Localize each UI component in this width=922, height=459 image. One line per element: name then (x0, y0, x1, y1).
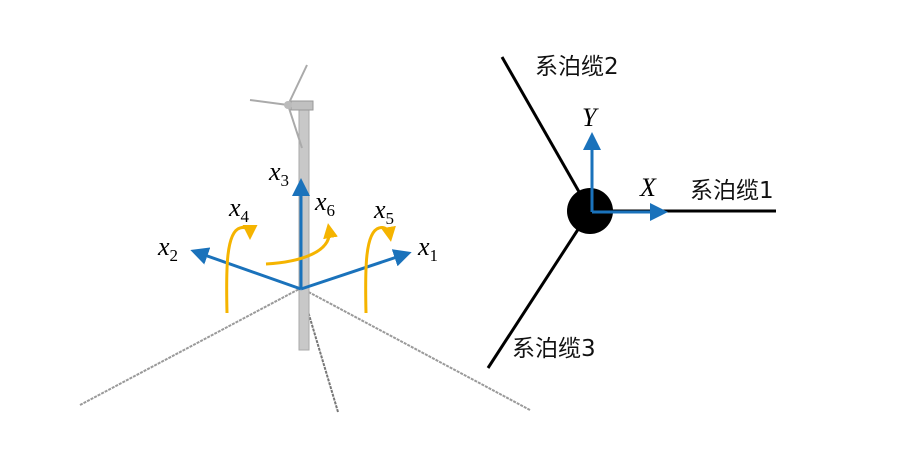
platform (567, 188, 613, 234)
label-x1: x1 (417, 232, 438, 265)
mooring-line-2 (500, 56, 592, 212)
blade (287, 64, 308, 106)
label-Y: Y (582, 103, 599, 132)
label-x3: x3 (268, 157, 289, 190)
label-x5: x5 (373, 195, 394, 228)
label-mooring-3: 系泊缆3 (512, 336, 596, 362)
mooring-line-right (300, 287, 531, 411)
mooring-line-back (300, 287, 339, 413)
wind-turbine (79, 64, 531, 413)
label-mooring-2: 系泊缆2 (535, 54, 619, 80)
axis-x2-arrow (190, 247, 302, 291)
blade (249, 99, 289, 106)
rotation-x6-arrow (265, 223, 338, 266)
hub (284, 101, 292, 109)
blade (287, 104, 303, 149)
rotation-x4-arrow (225, 224, 258, 314)
rotation-x5-arrow (364, 225, 396, 314)
nacelle (290, 100, 314, 111)
mooring-line-3 (486, 210, 592, 369)
label-mooring-1: 系泊缆1 (690, 178, 774, 204)
axis-x1-arrow (300, 249, 412, 291)
label-x2: x2 (157, 232, 178, 265)
label-x6: x6 (314, 187, 335, 220)
label-X: X (639, 173, 657, 202)
label-x4: x4 (228, 193, 250, 226)
mooring-line-left (79, 287, 302, 406)
mooring-layout (486, 56, 776, 369)
